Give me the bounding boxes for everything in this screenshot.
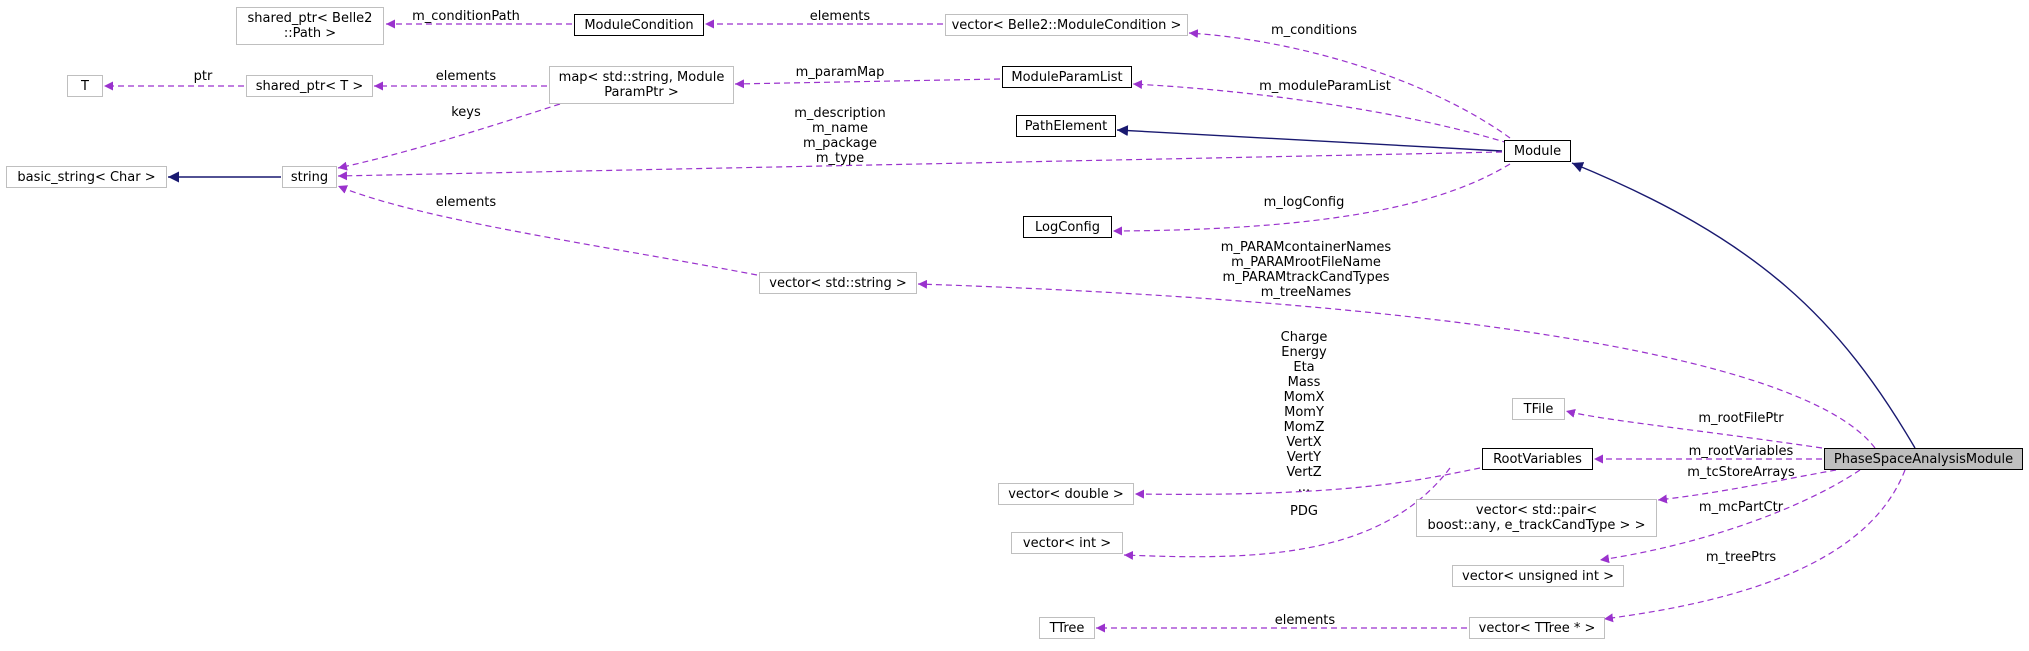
edge-phase-space-to-module [1571,162,1916,449]
node-vector-module-condition[interactable]: vector< Belle2::ModuleCondition > [945,14,1188,36]
node-ttree[interactable]: TTree [1039,617,1095,639]
label-module-string: m_name [812,121,868,136]
label-root-var: MomX [1284,390,1325,405]
label-root-var: VertY [1287,450,1321,465]
node-module-condition[interactable]: ModuleCondition [574,14,704,36]
label-root-var: MomY [1284,405,1324,420]
label-m-treePtrs: m_treePtrs [1706,550,1777,565]
node-map-param[interactable]: map< std::string, Module ParamPtr > [549,66,734,104]
label-elements-ttree: elements [1275,613,1336,628]
node-vector-pair[interactable]: vector< std::pair< boost::any, e_trackCa… [1416,499,1657,537]
label-m-moduleParamList: m_moduleParamList [1259,79,1391,94]
label-m-logConfig: m_logConfig [1264,195,1345,210]
edge-root-vars [1134,467,1481,499]
node-vector-unsigned-int[interactable]: vector< unsigned int > [1452,565,1624,587]
label-param-name: m_PARAMtrackCandTypes [1223,270,1390,285]
label-module-string: m_package [803,136,877,151]
node-vector-string[interactable]: vector< std::string > [759,272,917,294]
label-m-rootVariables: m_rootVariables [1689,444,1794,459]
label-m-tcStoreArrays: m_tcStoreArrays [1687,465,1795,480]
label-root-var: Energy [1281,345,1327,360]
node-path-element[interactable]: PathElement [1016,115,1116,137]
label-elements-string: elements [436,195,497,210]
label-m-rootFilePtr: m_rootFilePtr [1698,411,1784,426]
label-root-var: Eta [1293,360,1314,375]
edge-m-tcStoreArrays [1657,469,1837,504]
edge-m-treePtrs [1603,469,1906,623]
node-t[interactable]: T [67,75,103,97]
edge-m-rootFilePtr [1565,408,1823,449]
edge-m-conditions [1188,29,1511,139]
label-elements-conditions: elements [810,9,871,24]
edge-param-names [917,279,1876,449]
label-root-var: ... [1298,480,1310,495]
node-shared-ptr-t[interactable]: shared_ptr< T > [246,75,373,97]
label-module-string: m_description [794,106,885,121]
label-m-conditions: m_conditions [1271,23,1357,38]
node-module[interactable]: Module [1504,140,1571,162]
label-ptr: ptr [194,69,213,84]
node-basic-string[interactable]: basic_string< Char > [6,166,167,188]
node-vector-int[interactable]: vector< int > [1011,532,1123,554]
label-module-string: m_type [816,151,864,166]
edge-m-moduleParamList [1132,79,1509,144]
edge-m-paramMap [734,78,1001,89]
node-log-config[interactable]: LogConfig [1023,216,1112,238]
edge-pdg [1123,467,1451,560]
edge-elements-string [337,185,758,276]
node-module-param-list[interactable]: ModuleParamList [1002,66,1132,88]
label-root-var: MomZ [1284,420,1325,435]
label-m-paramMap: m_paramMap [796,65,885,80]
label-root-var: VertZ [1286,465,1321,480]
label-root-var: VertX [1286,435,1321,450]
edge-module-strings [337,151,1503,181]
node-root-variables[interactable]: RootVariables [1482,448,1593,470]
node-string[interactable]: string [282,166,337,188]
label-m-conditionPath: m_conditionPath [412,9,520,24]
edge-module-to-path-element [1116,125,1503,152]
label-param-name: m_treeNames [1261,285,1352,300]
label-param-name: m_PARAMcontainerNames [1221,240,1392,255]
edge-m-logConfig [1112,163,1511,236]
label-root-var: Mass [1288,375,1321,390]
label-param-name: m_PARAMrootFileName [1231,255,1381,270]
node-tfile[interactable]: TFile [1512,398,1565,420]
label-m-mcPartCtr: m_mcPartCtr [1699,500,1784,515]
node-shared-ptr-path[interactable]: shared_ptr< Belle2 ::Path > [236,7,384,45]
label-pdg: PDG [1290,504,1318,519]
label-keys: keys [451,105,481,120]
edge-keys [337,103,561,171]
node-vector-ttree[interactable]: vector< TTree * > [1469,617,1605,639]
label-root-var: Charge [1281,330,1328,345]
node-vector-double[interactable]: vector< double > [998,483,1134,505]
label-elements-shared: elements [436,69,497,84]
node-phase-space-analysis-module[interactable]: PhaseSpaceAnalysisModule [1824,448,2023,470]
